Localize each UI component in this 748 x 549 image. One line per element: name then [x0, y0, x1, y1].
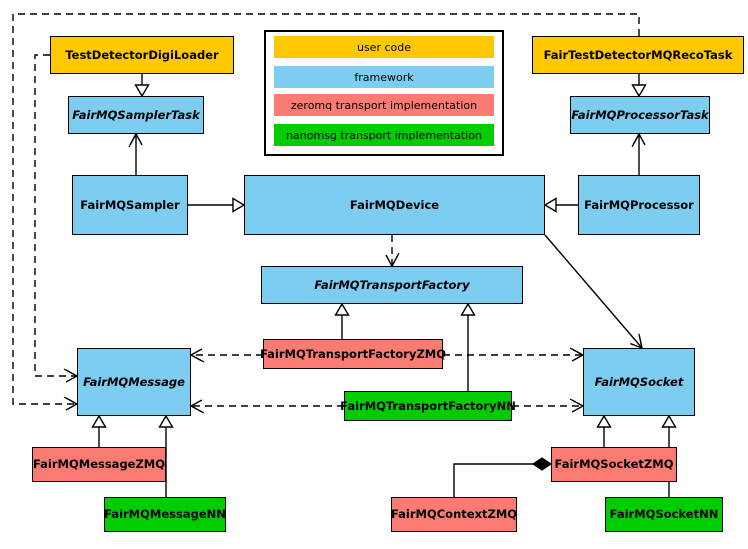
class-box-FairMQSocketZMQ[interactable]: FairMQSocketZMQ	[551, 447, 677, 482]
arrowhead-open-arrow-barb	[569, 347, 582, 355]
class-box-FairMQTransportFactoryNN[interactable]: FairMQTransportFactoryNN	[340, 391, 516, 421]
edge-line	[12, 13, 640, 405]
arrowhead-open-arrow-barb	[638, 333, 643, 346]
class-box-FairMQMessageZMQ[interactable]: FairMQMessageZMQ	[32, 447, 166, 482]
legend-item-framework: framework	[274, 66, 494, 88]
arrowhead-hollow-triangle	[334, 302, 350, 316]
arrowhead-open-arrow-barb	[128, 135, 136, 148]
edge-FairMQProcessor-to-FairMQDevice	[543, 197, 578, 213]
arrowhead-open-arrow-barb	[569, 398, 582, 406]
edge-FairMQDevice-to-FairMQTransportFactory	[385, 235, 400, 268]
class-box-FairMQProcessor[interactable]: FairMQProcessor	[578, 175, 700, 235]
diamond-composition	[531, 457, 553, 471]
edge-FairMQSampler-to-FairMQDevice	[188, 197, 246, 213]
arrowhead-open-arrow-barb	[63, 396, 76, 404]
legend-item-zmq: zeromq transport implementation	[274, 94, 494, 116]
legend-item-user: user code	[274, 36, 494, 58]
edge-FairMQTransportFactoryNN-to-FairMQSocket	[512, 398, 585, 413]
edge-line	[453, 463, 534, 497]
class-box-TestDetectorDigiLoader[interactable]: TestDetectorDigiLoader	[50, 36, 234, 74]
arrowhead-open-arrow-barb	[192, 355, 205, 363]
edge-FairMQDevice-to-FairMQSocket	[544, 234, 643, 350]
class-box-FairMQProcessorTask[interactable]: FairMQProcessorTask	[570, 96, 710, 134]
edge-FairMQContextZMQ-to-FairMQSocketZMQ	[453, 457, 553, 497]
class-box-FairMQTransportFactory[interactable]: FairMQTransportFactory	[261, 266, 523, 304]
edge-FairMQTransportFactoryNN-to-FairMQTransportFactory	[460, 302, 476, 391]
edge-FairMQSocketZMQ-to-FairMQSocket	[596, 414, 612, 447]
class-box-FairMQTransportFactoryZMQ[interactable]: FairMQTransportFactoryZMQ	[260, 339, 446, 369]
arrowhead-hollow-triangle	[596, 414, 612, 428]
arrowhead-open-arrow-barb	[192, 406, 205, 414]
edge-FairMQProcessor-to-FairMQProcessorTask	[631, 132, 646, 175]
legend-item-nn: nanomsg transport implementation	[274, 124, 494, 146]
class-box-FairMQContextZMQ[interactable]: FairMQContextZMQ	[391, 497, 517, 532]
arrowhead-open-arrow-barb	[631, 135, 639, 148]
arrowhead-hollow-triangle	[134, 84, 150, 98]
class-box-FairMQSamplerTask[interactable]: FairMQSamplerTask	[68, 96, 204, 134]
arrowhead-hollow-triangle	[460, 302, 476, 316]
edge-FairMQTransportFactoryNN-to-FairMQMessage	[189, 399, 344, 414]
edge-FairMQMessageZMQ-to-FairMQMessage	[91, 414, 107, 447]
arrowhead-hollow-triangle	[232, 197, 246, 213]
edge-FairTestDetectorMQRecoTask-to-FairMQProcessorTask	[631, 74, 647, 98]
arrowhead-hollow-triangle	[91, 414, 107, 428]
arrowhead-open-arrow-barb	[63, 368, 76, 376]
edge-FairMQMessageNN-to-FairMQMessage	[158, 414, 174, 497]
class-box-FairMQMessage[interactable]: FairMQMessage	[77, 348, 191, 416]
class-box-FairMQMessageNN[interactable]: FairMQMessageNN	[104, 497, 226, 532]
edge-FairMQTransportFactoryZMQ-to-FairMQSocket	[443, 347, 585, 362]
arrowhead-hollow-triangle	[631, 84, 647, 98]
edge-line	[544, 234, 642, 348]
class-box-FairMQSocketNN[interactable]: FairMQSocketNN	[605, 497, 723, 532]
class-box-FairMQSampler[interactable]: FairMQSampler	[72, 175, 188, 235]
class-box-FairMQSocket[interactable]: FairMQSocket	[583, 348, 695, 416]
edge-FairMQTransportFactoryZMQ-to-FairMQTransportFactory	[334, 302, 350, 339]
edge-FairMQTransportFactoryZMQ-to-FairMQMessage	[189, 348, 263, 363]
edge-TestDetectorDigiLoader-to-FairMQSamplerTask	[134, 74, 150, 98]
class-box-FairTestDetectorMQRecoTask[interactable]: FairTestDetectorMQRecoTask	[532, 36, 744, 74]
edge-FairMQSampler-to-FairMQSamplerTask	[128, 132, 143, 175]
arrowhead-hollow-triangle	[661, 414, 677, 428]
arrowhead-open-arrow-barb	[392, 252, 400, 265]
arrowhead-hollow-triangle	[543, 197, 557, 213]
class-box-FairMQDevice[interactable]: FairMQDevice	[244, 175, 545, 235]
arrowhead-hollow-triangle	[158, 414, 174, 428]
